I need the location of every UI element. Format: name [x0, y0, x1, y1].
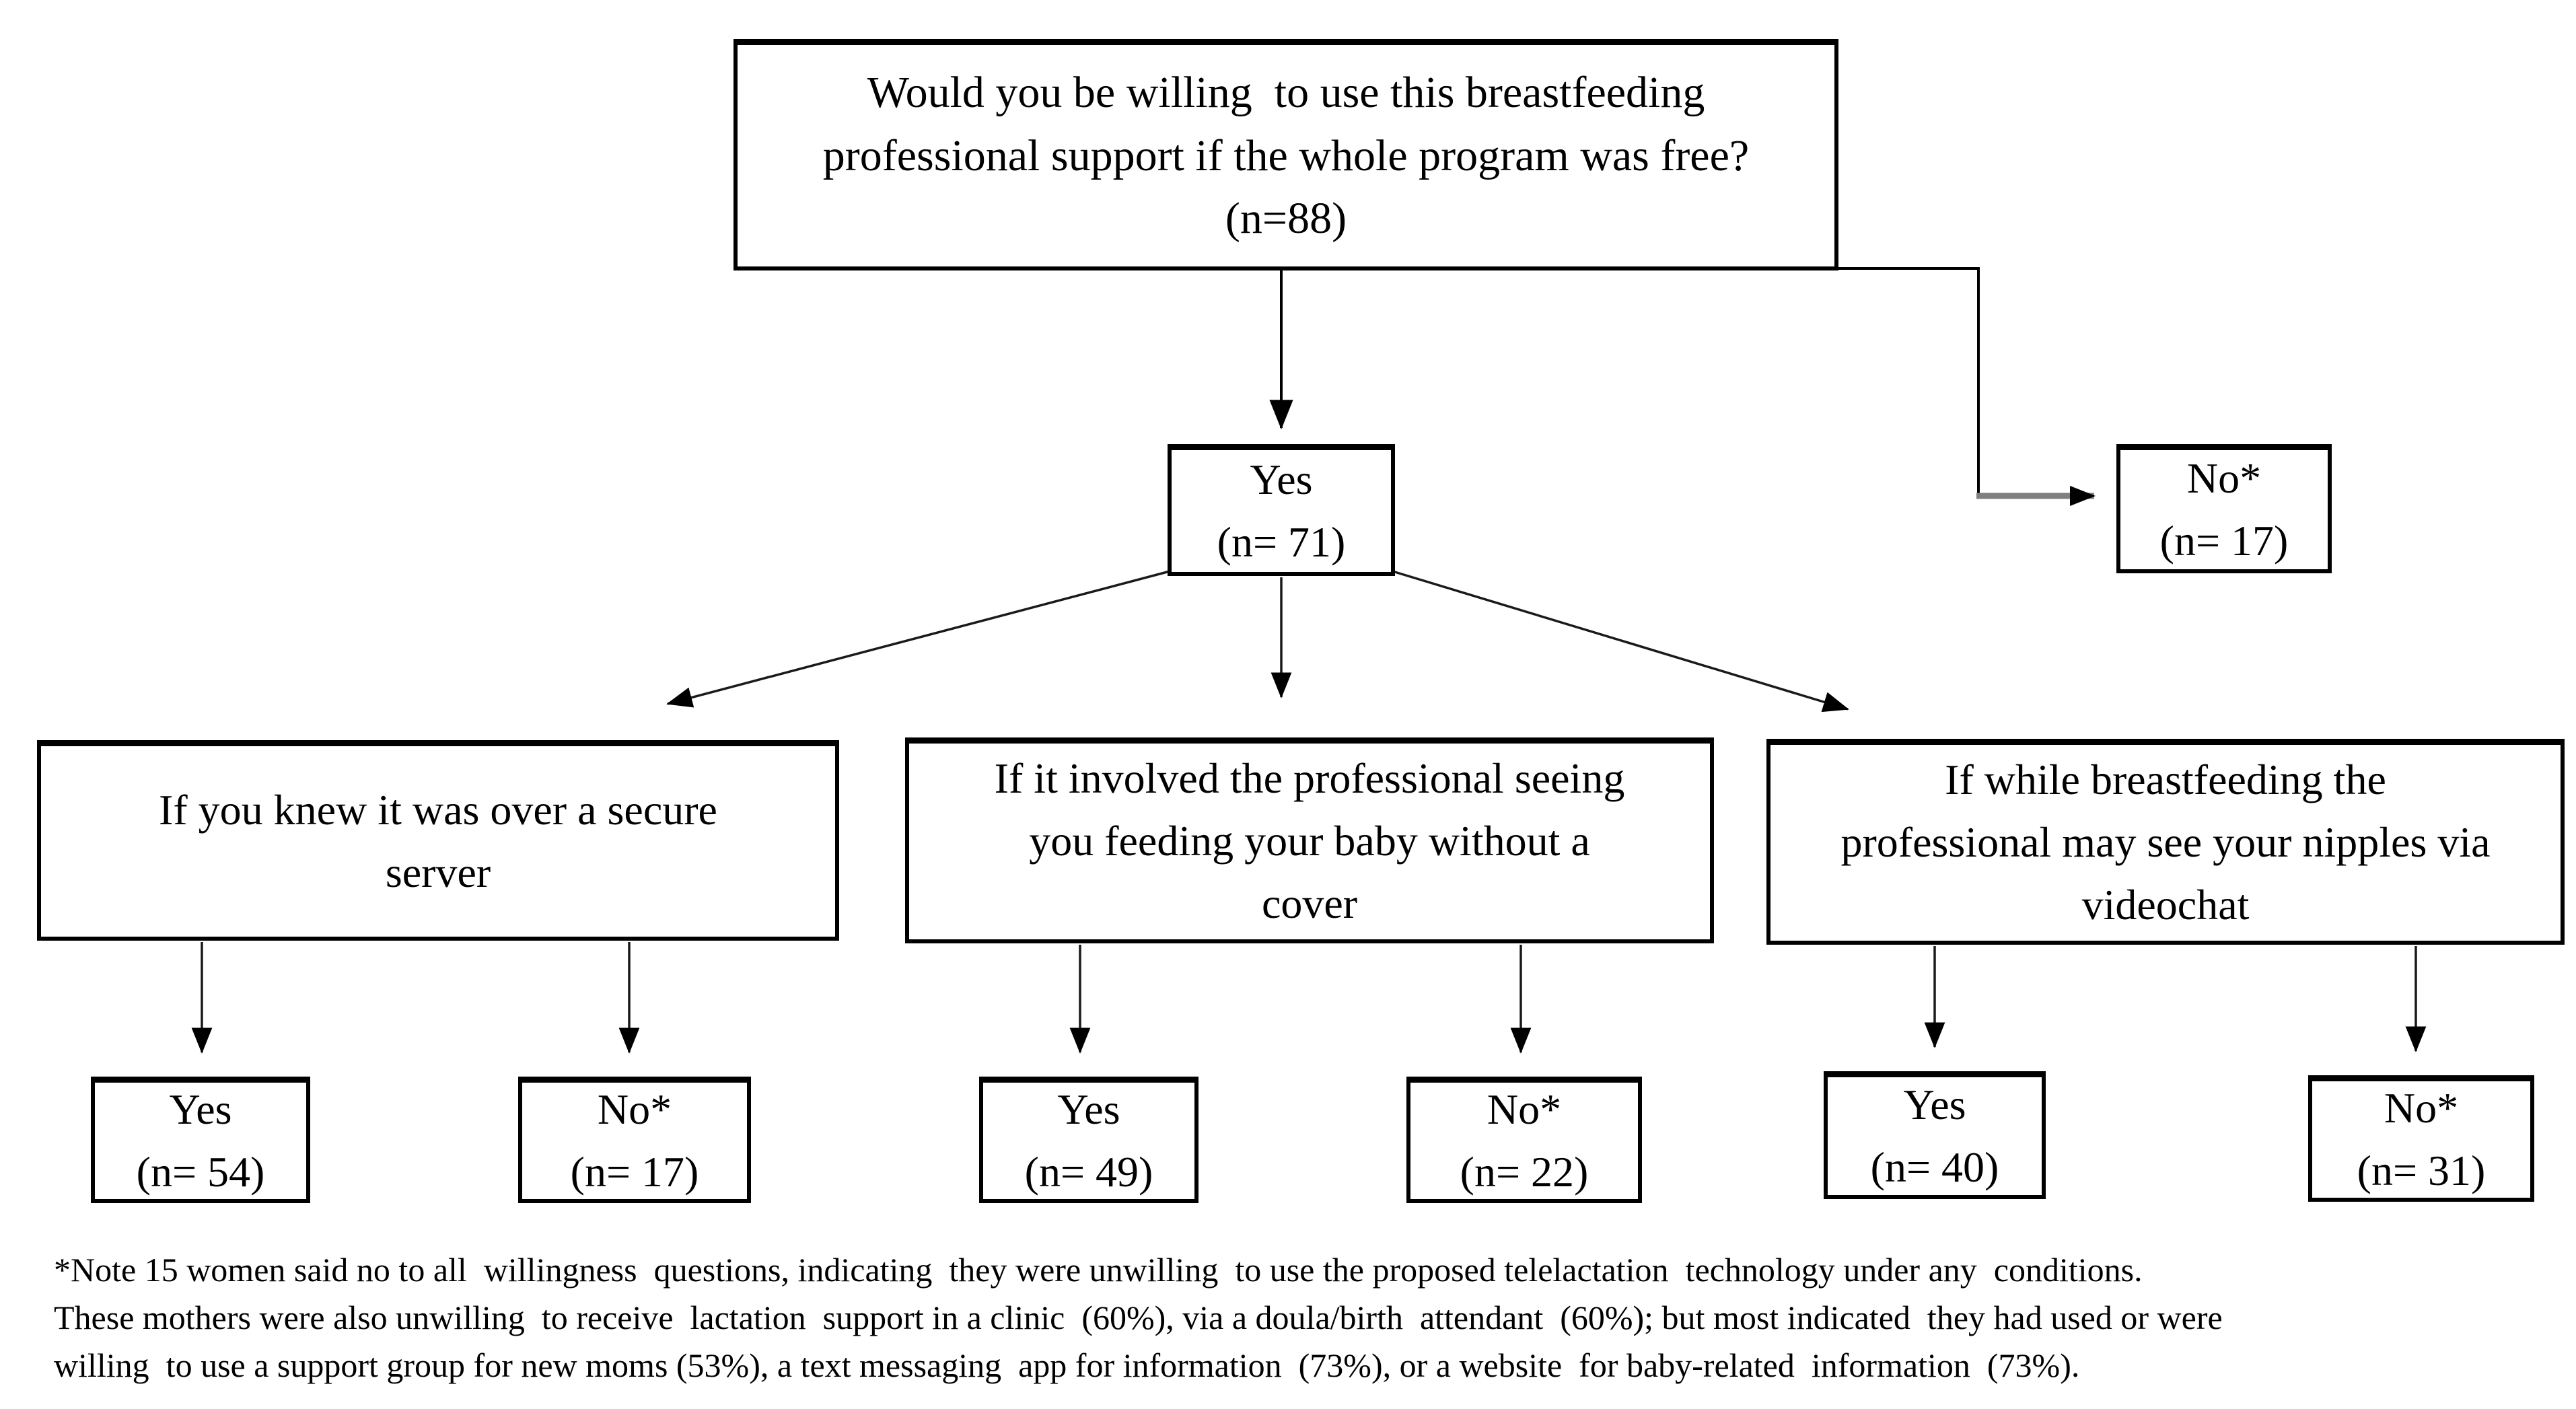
condition-line: server: [385, 848, 491, 896]
outcome-label: No*: [1487, 1085, 1562, 1133]
condition-line: professional may see your nipples via: [1840, 818, 2491, 867]
outcome-label: Yes: [1903, 1080, 1966, 1128]
condition-line: If you knew it was over a secure: [159, 785, 717, 834]
footnote: *Note 15 women said no to all willingnes…: [54, 1246, 2223, 1389]
outcome-n: (n= 22): [1460, 1147, 1589, 1196]
condition-line: videochat: [2081, 880, 2250, 929]
outcome-n: (n= 40): [1870, 1143, 1999, 1191]
condition-secure-server-box: If you knew it was over a secure server: [37, 740, 839, 941]
condition-line: cover: [1261, 879, 1358, 927]
outcome-videochat-no-box: No* (n= 31): [2308, 1075, 2534, 1202]
outcome-n: (n= 17): [570, 1147, 699, 1196]
condition-line: If while breastfeeding the: [1945, 756, 2386, 804]
root-question-line: Would you be willing to use this breastf…: [867, 67, 1705, 117]
footnote-line: These mothers were also unwilling to rec…: [54, 1299, 2223, 1336]
branch-yes-box: Yes (n= 71): [1168, 444, 1395, 576]
outcome-n: (n= 31): [2357, 1146, 2486, 1194]
branch-no-box: No* (n= 17): [2116, 444, 2332, 573]
root-question-line: professional support if the whole progra…: [822, 131, 1750, 180]
root-question-box: Would you be willing to use this breastf…: [734, 39, 1838, 270]
outcome-label: No*: [2384, 1083, 2459, 1132]
condition-line: If it involved the professional seeing: [994, 754, 1625, 803]
branch-yes-label: Yes: [1250, 455, 1313, 503]
branch-no-label: No*: [2186, 454, 2262, 502]
outcome-secure-server-yes-box: Yes (n= 54): [91, 1077, 310, 1203]
outcome-label: No*: [597, 1085, 672, 1133]
outcome-videochat-yes-box: Yes (n= 40): [1824, 1071, 2046, 1199]
condition-videochat-box: If while breastfeeding the professional …: [1766, 739, 2565, 945]
condition-no-cover-box: If it involved the professional seeing y…: [905, 737, 1714, 943]
footnote-line: willing to use a support group for new m…: [54, 1346, 2080, 1384]
outcome-label: Yes: [1057, 1085, 1120, 1133]
branch-no-n: (n= 17): [2159, 516, 2289, 565]
root-n-label: (n=88): [1225, 194, 1347, 244]
condition-line: you feeding your baby without a: [1029, 817, 1590, 865]
outcome-no-cover-yes-box: Yes (n= 49): [979, 1077, 1198, 1203]
outcome-no-cover-no-box: No* (n= 22): [1406, 1077, 1642, 1203]
outcome-secure-server-no-box: No* (n= 17): [518, 1077, 751, 1203]
outcome-n: (n= 54): [136, 1147, 265, 1196]
footnote-line: *Note 15 women said no to all willingnes…: [54, 1251, 2143, 1289]
outcome-label: Yes: [169, 1085, 232, 1133]
outcome-n: (n= 49): [1024, 1147, 1153, 1196]
branch-yes-n: (n= 71): [1217, 517, 1346, 566]
